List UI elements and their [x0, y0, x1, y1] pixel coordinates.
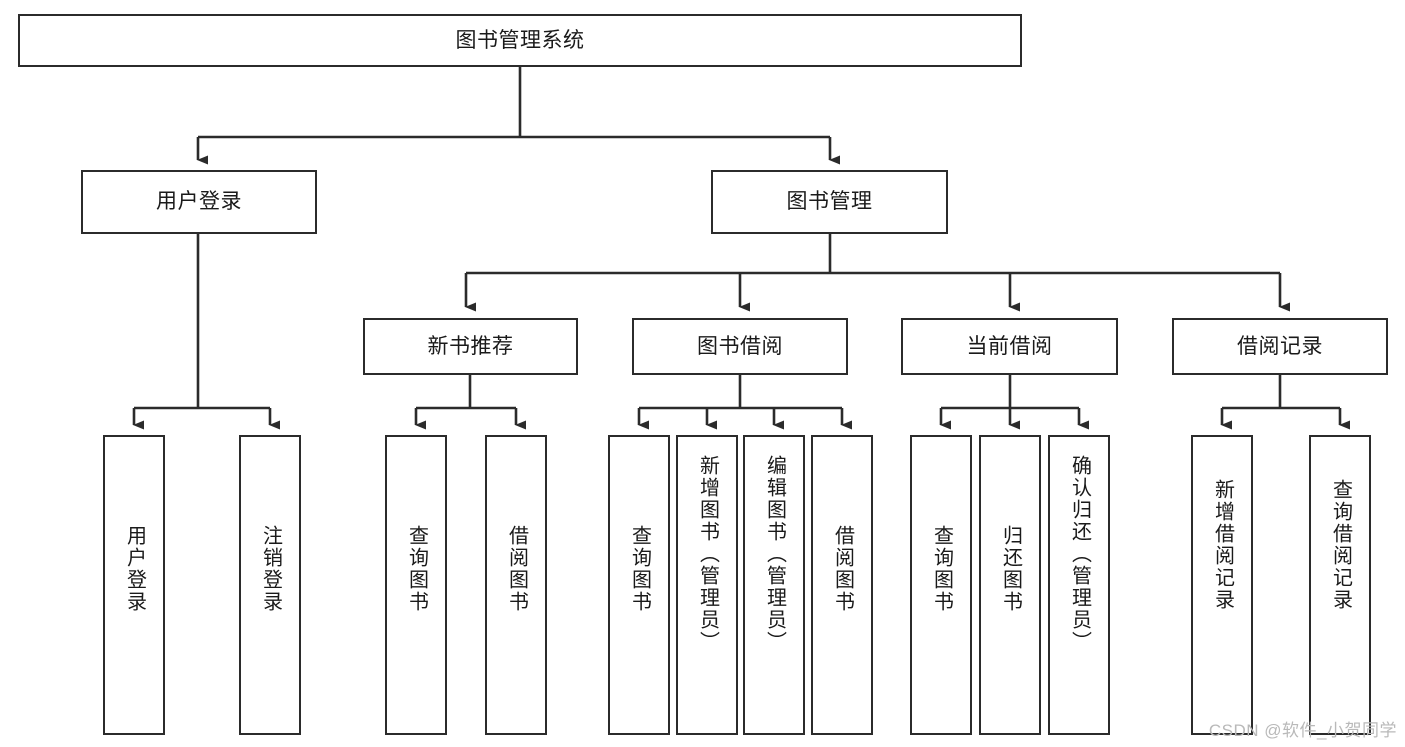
node-label: 归还图书 — [999, 525, 1022, 613]
node-label: 借阅图书 — [831, 525, 854, 613]
node-label: 新增借阅记录 — [1211, 479, 1234, 611]
leaf-current-borrow-query-book[interactable]: 查询图书 — [910, 435, 972, 735]
node-label: 图书管理 — [786, 190, 873, 214]
leaf-book-borrow-add-book-admin[interactable]: 新增图书（管理员） — [676, 435, 738, 735]
node-label: 查询图书 — [930, 525, 953, 613]
node-book-borrow[interactable]: 图书借阅 — [632, 318, 848, 375]
node-label: 图书管理系统 — [455, 28, 585, 52]
leaf-current-borrow-confirm-return-admin[interactable]: 确认归还（管理员） — [1048, 435, 1110, 735]
node-label: 新增图书（管理员） — [696, 455, 719, 653]
node-label: 注销登录 — [259, 525, 282, 613]
node-label: 当前借阅 — [966, 334, 1053, 358]
leaf-user-login-login[interactable]: 用户登录 — [103, 435, 165, 735]
node-label: 查询图书 — [628, 525, 651, 613]
watermark: CSDN @软件_小贺同学 — [1208, 721, 1397, 740]
node-label: 查询图书 — [405, 525, 428, 613]
leaf-borrow-record-query-record[interactable]: 查询借阅记录 — [1309, 435, 1371, 735]
node-label: 查询借阅记录 — [1329, 479, 1352, 611]
node-label: 借阅记录 — [1237, 334, 1323, 358]
leaf-book-borrow-borrow-book[interactable]: 借阅图书 — [811, 435, 873, 735]
leaf-new-book-borrow-book[interactable]: 借阅图书 — [485, 435, 547, 735]
node-borrow-record[interactable]: 借阅记录 — [1172, 318, 1388, 375]
node-user-login[interactable]: 用户登录 — [81, 170, 317, 234]
node-label: 确认归还（管理员） — [1068, 455, 1091, 653]
leaf-user-login-logout[interactable]: 注销登录 — [239, 435, 301, 735]
node-label: 图书借阅 — [697, 334, 783, 358]
node-label: 新书推荐 — [427, 334, 514, 358]
node-label: 借阅图书 — [505, 525, 528, 613]
node-label: 用户登录 — [156, 190, 242, 214]
leaf-book-borrow-query-book[interactable]: 查询图书 — [608, 435, 670, 735]
node-current-borrow[interactable]: 当前借阅 — [901, 318, 1118, 375]
leaf-book-borrow-edit-book-admin[interactable]: 编辑图书（管理员） — [743, 435, 805, 735]
leaf-current-borrow-return-book[interactable]: 归还图书 — [979, 435, 1041, 735]
node-label: 编辑图书（管理员） — [763, 455, 786, 653]
node-book-management[interactable]: 图书管理 — [711, 170, 948, 234]
leaf-new-book-query-book[interactable]: 查询图书 — [385, 435, 447, 735]
node-label: 用户登录 — [123, 525, 146, 613]
leaf-borrow-record-add-record[interactable]: 新增借阅记录 — [1191, 435, 1253, 735]
node-new-book-recommend[interactable]: 新书推荐 — [363, 318, 578, 375]
node-root-system[interactable]: 图书管理系统 — [18, 14, 1022, 67]
